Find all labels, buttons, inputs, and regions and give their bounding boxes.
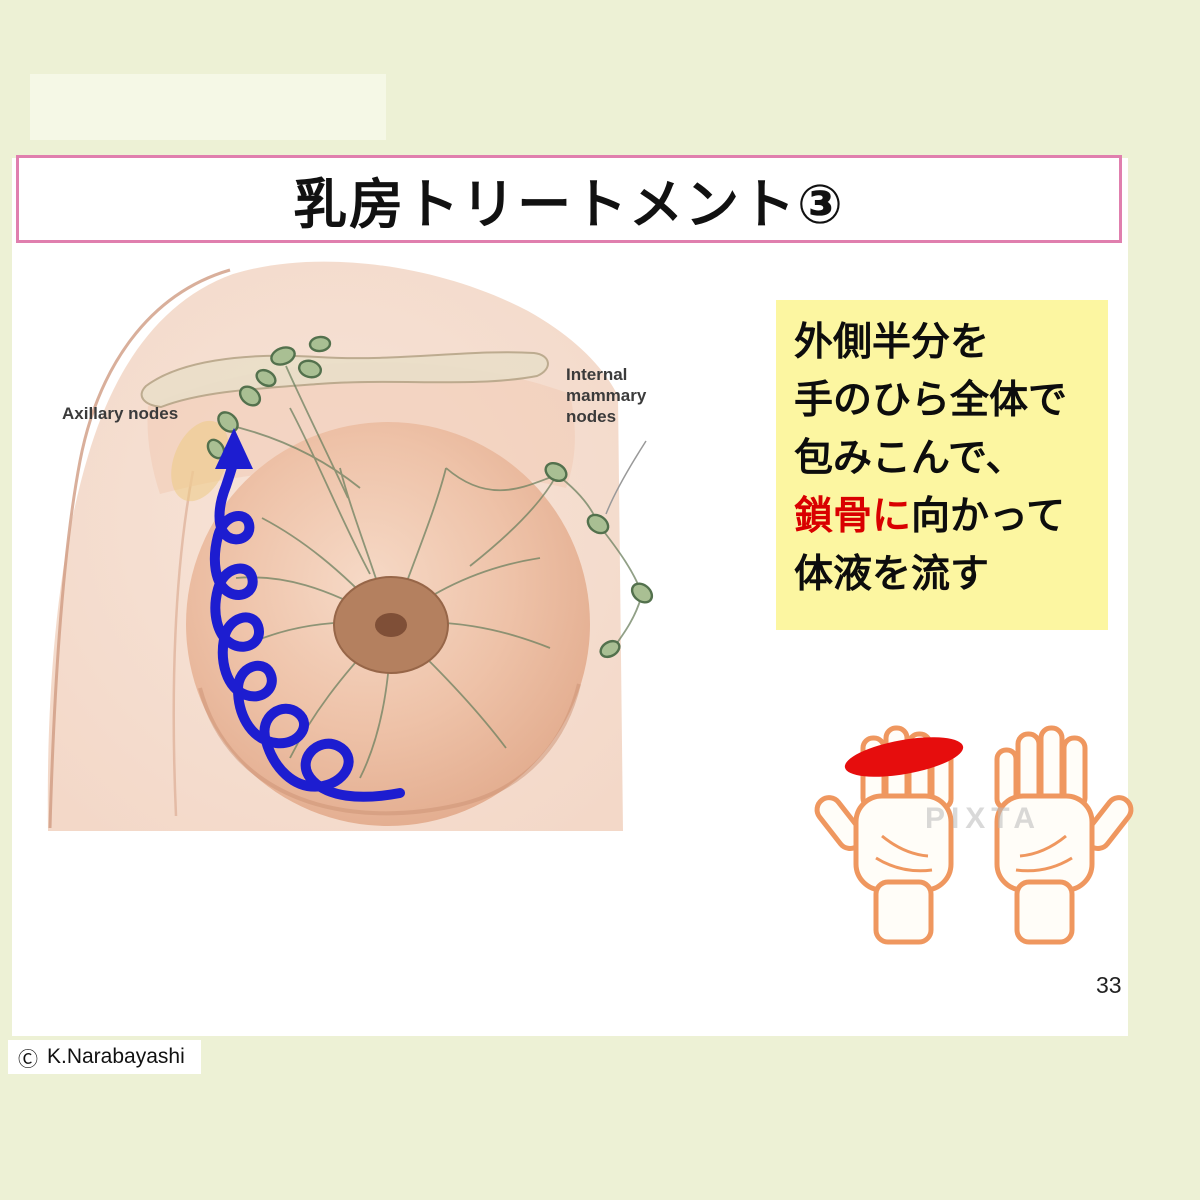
right-hand <box>997 728 1136 942</box>
page-title: 乳房トリートメント③ <box>293 174 845 235</box>
torso-crease <box>172 470 195 817</box>
internal-mammary-nodes-label: Internal mammary nodes <box>566 364 646 427</box>
instruction-line-5: 体液を流す <box>794 553 990 596</box>
internal-mammary-line1: Internal <box>566 365 628 384</box>
page-number: 33 <box>1096 972 1122 998</box>
label-leader-line <box>605 440 647 515</box>
internal-mammary-line2: mammary <box>566 386 647 405</box>
instruction-line-1: 外側半分を <box>794 321 990 364</box>
breast-lymph-illustration <box>47 261 654 831</box>
copyright-icon: Ⓒ <box>18 1048 38 1071</box>
breast-fold <box>198 683 581 816</box>
instruction-line-4-rest: 向かって <box>911 495 1066 538</box>
arrowhead <box>215 428 253 469</box>
top-light-strip <box>30 74 386 140</box>
arm-outline <box>48 268 231 829</box>
title-box: 乳房トリートメント③ <box>16 155 1122 243</box>
lymph-nodes <box>206 335 654 659</box>
instruction-line-4: 鎖骨に向かって <box>794 488 1090 546</box>
instruction-line-3: 包みこんで、 <box>794 437 1025 480</box>
instruction-line-2: 手のひら全体で <box>794 379 1068 422</box>
axillary-nodes-label: Axillary nodes <box>62 404 179 423</box>
massage-direction-spiral-arrow <box>209 451 405 802</box>
nipple <box>375 613 407 637</box>
clavicle-bone <box>140 351 549 409</box>
hands-illustration <box>806 716 1142 951</box>
instruction-line-4-red: 鎖骨に <box>794 495 912 538</box>
instruction-box: 外側半分を 手のひら全体で 包みこんで、 鎖骨に向かって 体液を流す <box>776 300 1108 630</box>
copyright-bar: Ⓒ K.Narabayashi <box>8 1040 201 1074</box>
pressure-area-marker <box>844 737 964 777</box>
internal-mammary-line3: nodes <box>566 407 617 426</box>
copyright-name: K.Narabayashi <box>47 1045 185 1068</box>
